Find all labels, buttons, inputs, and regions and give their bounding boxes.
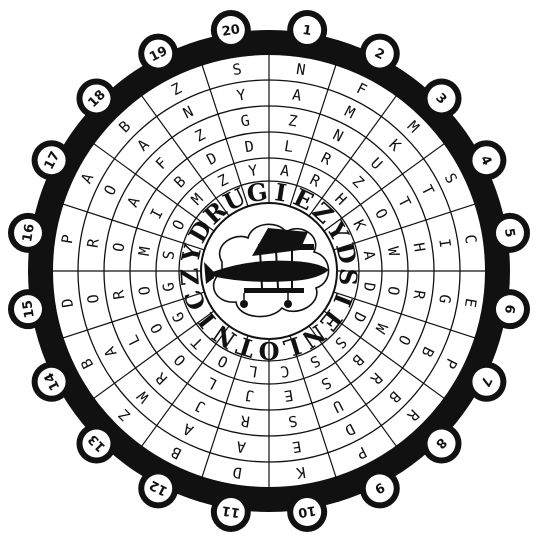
inner-ring-letter: O [259,336,280,365]
number-disc: 12 [138,468,178,508]
number-label: 20 [221,22,241,40]
number-disc: 9 [360,468,400,508]
number-disc: 6 [490,289,530,329]
number-disc: 17 [32,140,72,180]
plane-label: LOPP [275,231,302,241]
number-label: 15 [20,299,38,319]
number-disc: 19 [138,34,178,74]
number-disc: 7 [466,362,506,402]
number-disc: 15 [8,289,48,329]
number-disc: 14 [32,362,72,402]
number-disc: 18 [76,78,116,118]
number-label: 11 [221,502,241,520]
number-disc: 8 [422,424,462,464]
number-disc: 4 [466,140,506,180]
number-disc: 5 [490,213,530,253]
number-label: 16 [20,223,38,243]
number-disc: 1 [287,10,327,50]
center-emblem: LOPP [201,203,337,339]
number-disc: 2 [360,34,400,74]
number-label: 10 [297,502,317,520]
number-disc: 3 [422,78,462,118]
number-disc: 10 [287,492,327,532]
number-disc: 13 [76,424,116,464]
number-disc: 20 [211,10,251,50]
number-disc: 11 [211,492,251,532]
number-disc: 16 [8,213,48,253]
